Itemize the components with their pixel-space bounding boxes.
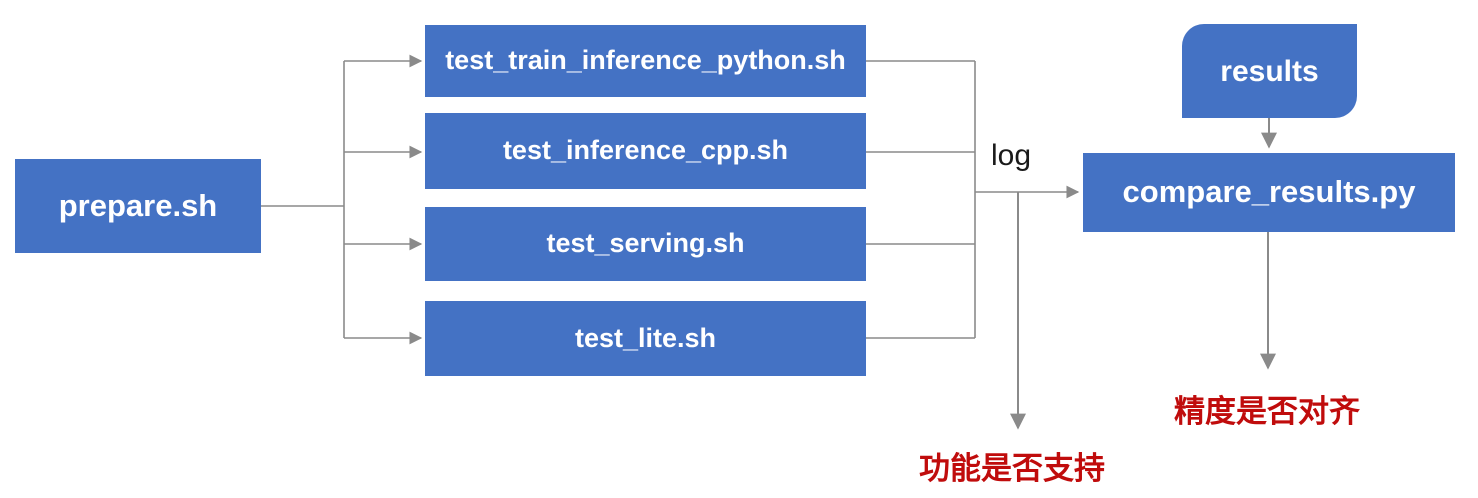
- edge-label-log: log: [991, 139, 1032, 172]
- edges-compare: [1260, 118, 1277, 370]
- node-test-train-inference-python-sh: test_train_inference_python.sh: [425, 25, 866, 97]
- node-compare-results-py: compare_results.py: [1083, 153, 1455, 232]
- node-test-inference-cpp-sh: test_inference_cpp.sh: [425, 113, 866, 189]
- node-test-lite-sh: test_lite.sh: [425, 301, 866, 376]
- edges-prepare-fanout: [261, 54, 423, 345]
- annotation-precision-aligned: 精度是否对齐: [1174, 394, 1360, 429]
- node-results: results: [1182, 24, 1357, 118]
- node-test-serving-sh: test_serving.sh: [425, 207, 866, 281]
- node-prepare-sh: prepare.sh: [15, 159, 261, 253]
- edges-log-merge: [866, 60, 1080, 430]
- annotation-function-support: 功能是否支持: [919, 451, 1105, 486]
